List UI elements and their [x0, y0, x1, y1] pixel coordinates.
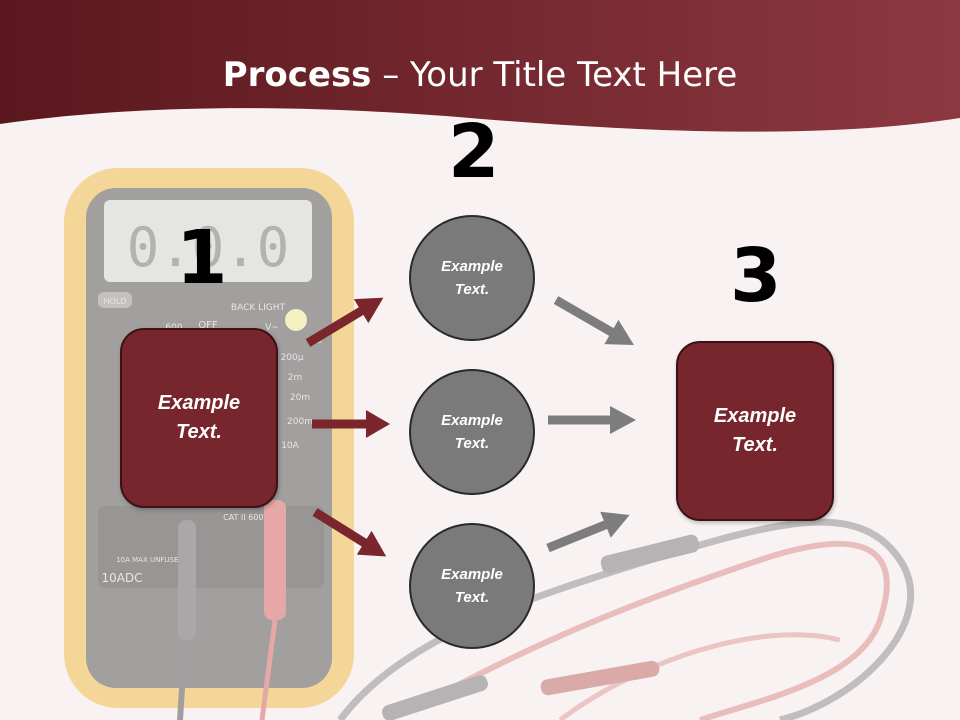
step-number-1: 1 [176, 215, 228, 301]
step-2-circle-bottom[interactable]: Example Text. [409, 523, 535, 649]
step-3-box[interactable]: Example Text. [676, 341, 834, 521]
arrow-right-down-red-icon [312, 508, 387, 557]
multimeter-label: 200m [287, 417, 313, 427]
arrow-right-up-gray-icon [546, 511, 630, 553]
arrow-right-down-gray-icon [553, 296, 634, 345]
title-bold: Process [222, 55, 372, 95]
step-3-text: Example Text. [713, 405, 797, 456]
gray-arrows [546, 296, 636, 553]
red-arrows [305, 297, 390, 557]
step-2-circle-text: Example Text. [441, 412, 503, 452]
multimeter-label: V~ [265, 323, 279, 333]
multimeter-display: 0.0.0 [127, 216, 290, 279]
step-1-text: Example Text. [157, 392, 241, 443]
multimeter-label: 10ADC [101, 571, 142, 585]
multimeter-label: 2m [288, 373, 303, 383]
arrow-right-red-icon [312, 410, 390, 438]
step-1-box[interactable]: Example Text. [120, 328, 278, 508]
arrow-right-gray-icon [548, 406, 636, 434]
multimeter-label: 10A MAX UNFUSED [116, 556, 184, 564]
step-2-circle-middle[interactable]: Example Text. [409, 369, 535, 495]
multimeter-label: 10A [281, 441, 299, 451]
step-2-circle-text: Example Text. [441, 566, 503, 606]
multimeter-label: 20m [290, 393, 310, 403]
page-title: Process – Your Title Text Here [0, 52, 960, 98]
step-2-circle-text: Example Text. [441, 258, 503, 298]
multimeter-label: HOLD [104, 297, 127, 306]
multimeter-label: BACK LIGHT [231, 303, 286, 313]
multimeter-label: 200µ [281, 353, 304, 363]
multimeter-label: CAT II 600V [223, 513, 269, 522]
arrow-right-up-red-icon [305, 297, 384, 347]
multimeter-label: OFF [198, 320, 218, 331]
title-rest: – Your Title Text Here [371, 55, 738, 95]
header-band [0, 0, 960, 132]
step-number-3: 3 [730, 233, 782, 319]
step-number-2: 2 [448, 109, 500, 195]
step-2-circle-top[interactable]: Example Text. [409, 215, 535, 341]
